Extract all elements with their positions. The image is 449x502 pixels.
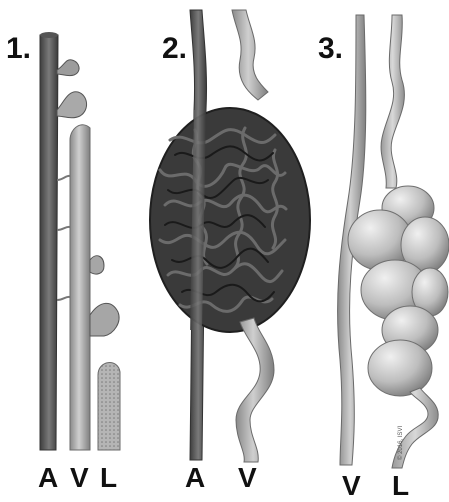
panel-3-illustration: [338, 15, 449, 468]
copyright-text: © 2016, ISVI: [398, 426, 404, 460]
lymphatic-malformation-sacs: [348, 186, 449, 396]
panel-3-label-lymphatic: L: [392, 470, 409, 502]
panel-1-number: 1.: [6, 32, 31, 66]
panel-3-number: 3.: [318, 32, 343, 66]
panel-3-lymphatic-top: [381, 15, 404, 188]
panel-1-lymphatic: [98, 363, 120, 450]
panel-3-label-vein: V: [342, 470, 361, 502]
panel-1-label-artery: A: [38, 462, 58, 494]
panel-1-artery: [40, 35, 58, 450]
panel-1-illustration: [40, 32, 120, 450]
panel-1-vein: [70, 125, 90, 450]
panel-2-label-artery: A: [185, 462, 205, 494]
panel-2-vein-bottom: [236, 318, 274, 462]
panel-2-vein-top: [232, 10, 268, 100]
avm-nidus: [150, 108, 310, 332]
panel-2-number: 2.: [162, 32, 187, 66]
panel-2-illustration: [150, 10, 310, 462]
panel-2-label-vein: V: [238, 462, 257, 494]
panel-1-label-vein: V: [70, 462, 89, 494]
panel-1-label-lymphatic: L: [100, 462, 117, 494]
